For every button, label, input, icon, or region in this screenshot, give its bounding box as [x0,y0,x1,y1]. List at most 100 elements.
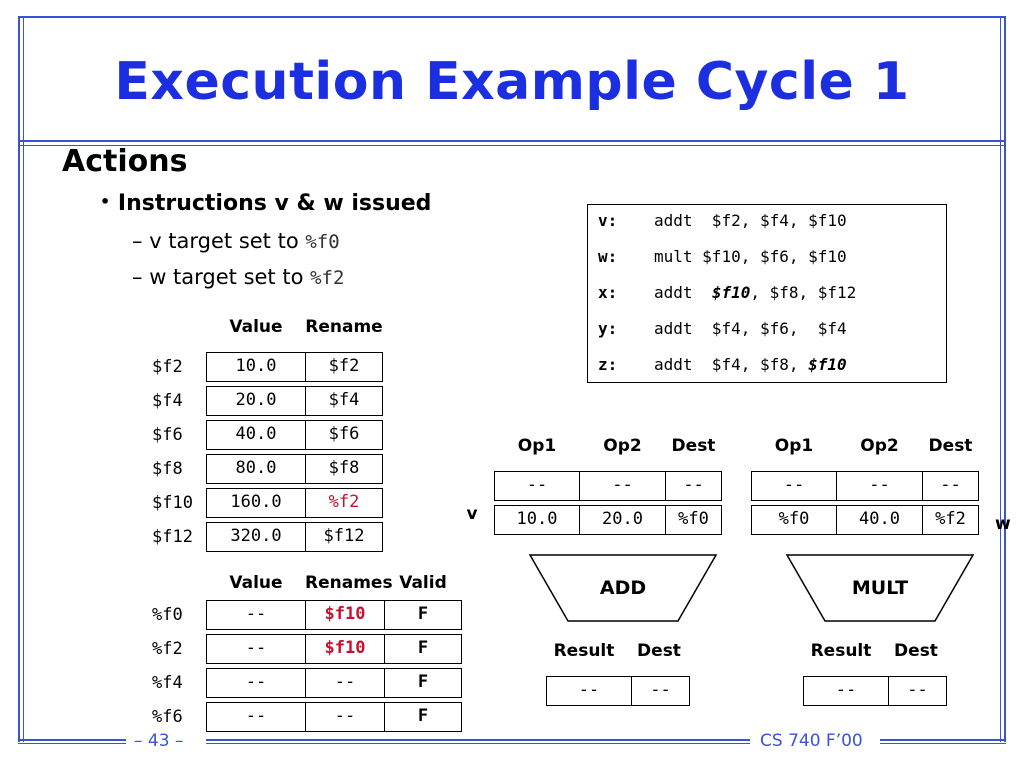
sub-bullet-v: – v target set to %f0 [132,229,340,253]
rename-valid: F [384,634,462,664]
footer-line-mid [206,739,750,741]
instruction-operand: $f10 [808,355,847,374]
instruction-line: x:addt $f10, $f8, $f12 [598,283,856,302]
result-cell: -- [631,676,690,706]
unit-cell: %f2 [922,505,979,535]
register-value: 10.0 [206,352,306,382]
unit-side-label: v [466,504,478,524]
instruction-opcode: mult [654,247,703,266]
frame-top [18,16,1006,18]
rename-value: -- [206,600,306,630]
title-divider-2 [18,145,1006,146]
frame-left-inner [23,16,24,742]
section-heading: Actions [62,144,188,179]
footer-line-mid-2 [206,743,750,744]
instruction-line: w:mult $f10, $f6, $f10 [598,247,847,266]
instruction-line: v:addt $f2, $f4, $f10 [598,211,847,230]
register-value: 160.0 [206,488,306,518]
sub-code: %f0 [305,231,340,253]
unit-cell: %f0 [751,505,837,535]
column-header: Rename [305,317,383,337]
register-label: $f8 [152,459,183,479]
register-label: $f10 [152,493,193,513]
register-label: $f6 [152,425,183,445]
instruction-line: z: addt $f4, $f8, $f10 [598,355,847,374]
column-header: Value [229,317,283,337]
mult-unit-label: MULT [851,577,909,599]
rename-target: $f10 [305,634,385,664]
instruction-operand: $f10 [711,283,751,302]
register-rename: $f12 [305,522,383,552]
slide-title: Execution Example Cycle 1 [114,52,910,112]
mult-trapezoid [785,554,975,622]
unit-column-header: Dest [671,436,716,456]
bullet-dot: • [100,192,111,211]
dash: – [132,265,150,289]
rename-target: -- [305,668,385,698]
result-cell: -- [803,676,889,706]
register-label: $f4 [152,391,183,411]
instruction-opcode: addt [654,355,703,374]
bullet-item: • Instructions v & w issued [100,191,431,216]
register-label: $f12 [152,527,193,547]
result-header: Dest [894,641,938,661]
unit-cell: -- [579,471,666,501]
frame-right-inner [1000,16,1001,742]
column-header: Renames [305,573,393,593]
sub-code: %f2 [310,267,345,289]
page-number: – 43 – [134,731,184,751]
instruction-operand: $f10, $f6, $f10 [702,247,847,266]
frame-left-outer [18,16,20,742]
instruction-label: y: [598,319,618,338]
rename-valid: F [384,702,462,732]
column-header: Valid [399,573,447,593]
unit-cell: -- [922,471,979,501]
unit-column-header: Op1 [774,436,814,456]
instruction-label: x: [598,283,618,302]
unit-cell: -- [836,471,923,501]
unit-cell: 20.0 [579,505,666,535]
rename-register-label: %f2 [152,639,183,659]
result-header: Dest [637,641,681,661]
register-value: 20.0 [206,386,306,416]
instruction-opcode: addt [654,211,703,230]
unit-cell: %f0 [665,505,722,535]
rename-value: -- [206,634,306,664]
instruction-line: y:addt $f4, $f6, $f4 [598,319,847,338]
add-unit-label: ADD [599,577,647,599]
register-rename: $f6 [305,420,383,450]
instruction-box [587,204,947,383]
register-rename: $f4 [305,386,383,416]
result-cell: -- [888,676,947,706]
unit-column-header: Dest [928,436,973,456]
register-value: 40.0 [206,420,306,450]
register-rename: $f8 [305,454,383,484]
rename-register-label: %f0 [152,605,183,625]
instruction-label: z: [598,355,618,374]
unit-cell: -- [665,471,722,501]
column-header: Value [229,573,283,593]
register-value: 320.0 [206,522,306,552]
rename-register-label: %f6 [152,707,183,727]
register-rename: $f2 [305,352,383,382]
instruction-label: v: [598,211,618,230]
unit-side-label: w [995,514,1011,534]
instruction-operand: $f4, $f8, [702,355,809,374]
footer-line-right [880,739,1006,741]
unit-column-header: Op2 [603,436,642,456]
rename-target: -- [305,702,385,732]
rename-value: -- [206,668,306,698]
rename-valid: F [384,668,462,698]
rename-register-label: %f4 [152,673,183,693]
frame-right-outer [1004,16,1006,742]
unit-column-header: Op1 [517,436,557,456]
course-label: CS 740 F’00 [760,731,863,751]
register-label: $f2 [152,357,183,377]
footer-line-right-2 [880,743,1006,744]
instruction-operand: , $f8, $f12 [750,283,857,302]
sub-bullet-w: – w target set to %f2 [132,265,344,289]
unit-cell: -- [494,471,580,501]
instruction-opcode: addt [654,319,703,338]
title-divider [18,140,1006,142]
bullet-text: Instructions v & w issued [117,191,432,216]
